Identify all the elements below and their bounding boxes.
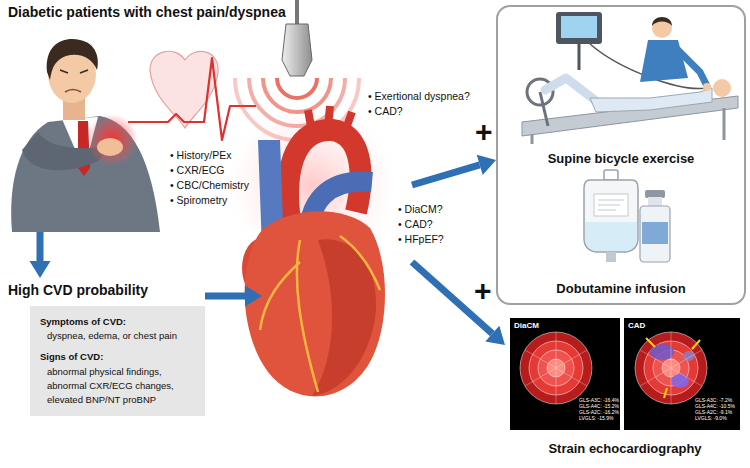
strain-value: GLS-A2C: -16.2% <box>579 410 619 416</box>
image-title: CAD <box>628 321 645 330</box>
question-item: • CAD? <box>368 105 403 117</box>
bullseye-ring <box>520 332 592 404</box>
question-item: • Exertional dyspnea? <box>368 90 470 102</box>
drug-vial <box>640 206 670 262</box>
question-item: • CAD? <box>398 218 433 230</box>
echo-probe <box>282 24 312 76</box>
caption: Dobutamine infusion <box>556 281 685 296</box>
echo-heart: • Exertional dyspnea?• CAD?• DiaCM?• CAD… <box>262 40 412 400</box>
coronary-artery <box>260 236 380 392</box>
bullet-item: • CXR/ECG <box>170 164 224 176</box>
sonographer-hair <box>652 17 672 26</box>
hypokinetic-patch <box>671 374 689 388</box>
plus-sign: + <box>475 117 493 147</box>
bag-hanger <box>604 170 618 180</box>
strain-image-bg <box>624 318 740 430</box>
echo-machine <box>556 12 602 44</box>
ultrasound-wave <box>277 78 317 98</box>
subheading: Symptoms of CVD: <box>40 316 126 327</box>
arrow-shaft <box>412 262 492 334</box>
bed-legs <box>532 108 724 144</box>
body-text: abnormal physical findings, abnormal CXR… <box>47 365 189 407</box>
bag-label <box>594 194 628 216</box>
strain-value: GLS-A3C: -7.2% <box>695 398 732 404</box>
arrow-shaft <box>37 232 44 261</box>
chest-glow <box>86 114 138 166</box>
exercise-box: Supine bicycle exercise <box>500 9 742 169</box>
strain-value: GLS-A3C: -16.4% <box>579 398 619 404</box>
bag-label-lines <box>598 200 624 210</box>
arrow-shaft <box>205 293 245 300</box>
vial-cap <box>645 190 665 198</box>
bullet-item: • CBC/Chemistry <box>170 179 249 191</box>
patient-hand <box>97 138 123 156</box>
ultrasound-wave <box>263 78 331 112</box>
infusion-bag <box>584 180 638 252</box>
caption: Supine bicycle exercise <box>548 151 695 166</box>
image-title: DiaCM <box>514 321 539 330</box>
strain-box: +Strain echocardiography <box>505 315 745 460</box>
plus-sign: + <box>474 276 492 306</box>
vial-label <box>642 222 668 244</box>
strain-value: GLS-A4C: -15.2% <box>579 404 619 410</box>
echo-screen <box>561 16 597 38</box>
question-item: • HFpEF? <box>398 233 444 245</box>
bullet-item: • History/PEx <box>170 149 231 161</box>
arrow-head <box>245 286 262 307</box>
flow-arrow <box>412 155 496 185</box>
patient-torso <box>11 116 160 232</box>
strain-value: LVGLS: -9.0% <box>695 416 727 422</box>
arrow-head <box>485 326 505 345</box>
bag-port <box>606 252 616 262</box>
sonographer-hand <box>703 83 711 91</box>
bullseye-segments <box>525 332 587 404</box>
patient-group: Diabetic patients with chest pain/dyspne… <box>0 0 292 232</box>
flow-arrow <box>205 286 262 307</box>
arrow-head <box>30 261 51 278</box>
question-item: • DiaCM? <box>398 203 443 215</box>
cvd-probability-box: High CVD probabilitySymptoms of CVD: dysp… <box>5 278 205 416</box>
arch-branches <box>308 106 352 134</box>
bullet-item: • Spirometry <box>170 194 227 206</box>
flow-arrow <box>412 262 505 345</box>
patient-brows <box>60 70 88 73</box>
bullseye-segments <box>640 332 702 404</box>
machine-stand <box>578 44 581 70</box>
hypokinetic-patch <box>683 351 695 361</box>
strain-value: GLS-A2C: -9.1% <box>695 410 732 416</box>
supine-patient-head <box>713 79 731 97</box>
arrow-head <box>477 155 496 175</box>
strain-image-bg <box>510 318 620 430</box>
caption: Strain echocardiography <box>548 441 701 456</box>
bag-fluid <box>585 222 637 251</box>
probe-cable <box>295 0 299 24</box>
patient-mouth <box>65 90 81 93</box>
patient-hair <box>47 39 98 80</box>
subheading: Signs of CVD: <box>40 351 103 362</box>
ergometer-post <box>540 92 548 126</box>
sonographer-head <box>652 18 672 38</box>
body-text: dyspnea, edema, or chest pain <box>47 330 177 341</box>
flow-arrow <box>30 232 51 278</box>
supine-patient <box>590 88 712 112</box>
sonographer-arm <box>676 48 706 84</box>
heading: High CVD probability <box>8 282 148 298</box>
strain-value: GLS-A4C: -10.5% <box>695 404 735 410</box>
bullseye-ring <box>635 332 707 404</box>
sonographer-body <box>640 40 688 82</box>
arrow-shaft <box>412 165 480 185</box>
infusion-box: Dobutamine infusion <box>500 169 742 301</box>
heading: Diabetic patients with chest pain/dyspne… <box>8 4 286 20</box>
heart-body <box>245 211 385 396</box>
stress-test-panel: +Supine bicycle exerciseDobutamine infus… <box>496 5 746 305</box>
pointer-arrows <box>646 338 700 398</box>
strain-value: LVGLS: -15.9% <box>579 416 613 422</box>
